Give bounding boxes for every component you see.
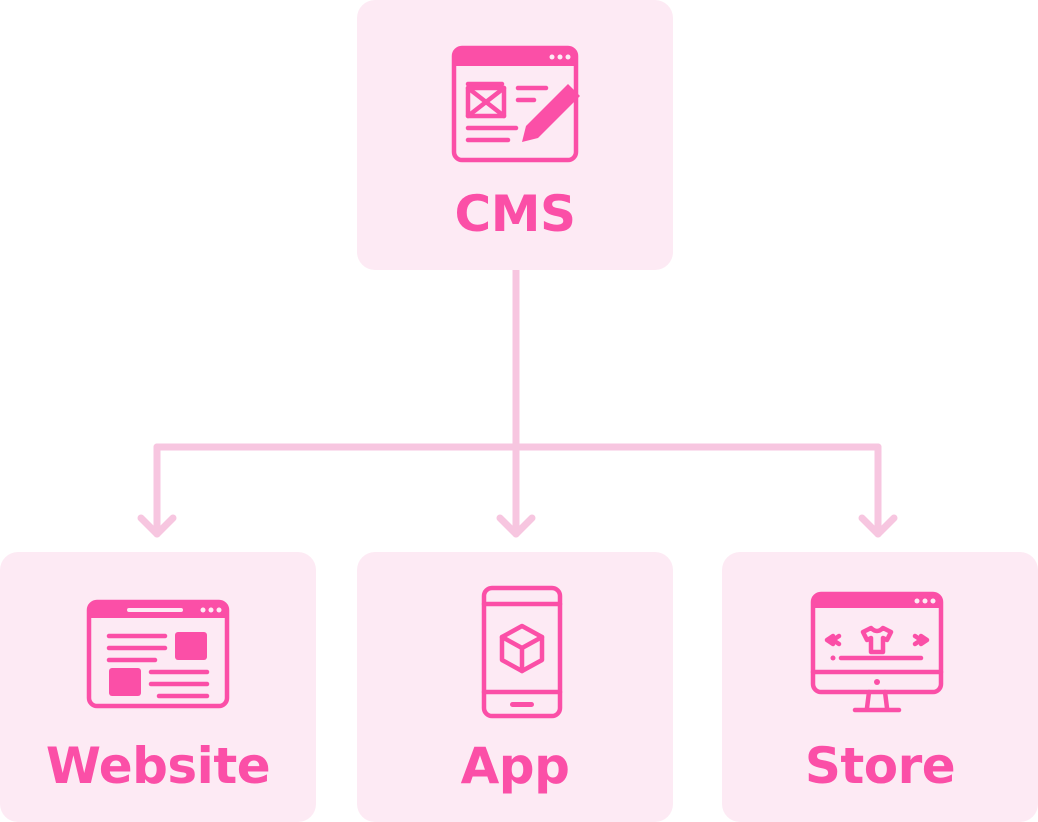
- arrowhead-store: [858, 514, 898, 538]
- online-store-monitor-icon: [810, 591, 944, 713]
- store-label: Store: [804, 737, 956, 795]
- browser-window-icon: [86, 599, 230, 709]
- cms-node: CMS: [357, 0, 673, 270]
- cms-label: CMS: [454, 185, 576, 243]
- arrowhead-website: [137, 514, 177, 538]
- cms-editor-icon: [451, 45, 580, 163]
- app-node: App: [357, 552, 673, 822]
- store-node: Store: [722, 552, 1038, 822]
- smartphone-cube-icon: [481, 585, 563, 719]
- website-node: Website: [0, 552, 316, 822]
- app-label: App: [460, 737, 570, 795]
- website-label: Website: [45, 737, 271, 795]
- arrowhead-app: [496, 514, 536, 538]
